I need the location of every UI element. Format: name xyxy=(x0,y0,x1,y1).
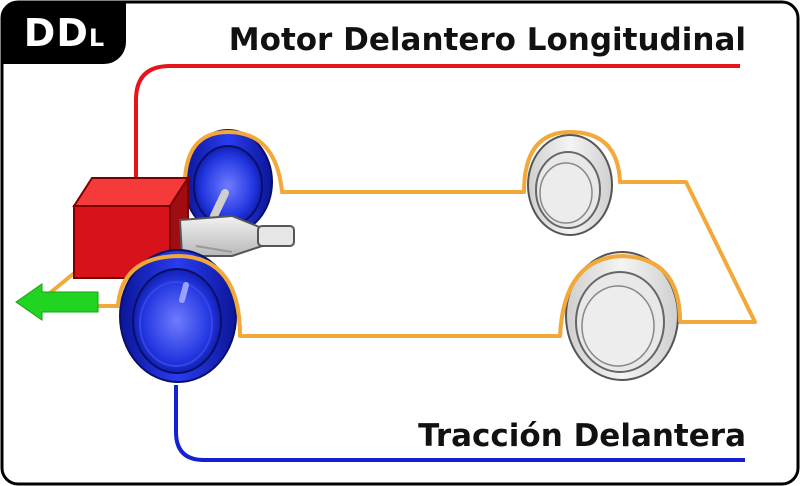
rear-far-wheel xyxy=(527,134,613,236)
engine-leader-line xyxy=(134,64,740,182)
engine-label: Motor Delantero Longitudinal xyxy=(228,22,746,58)
traction-label: Tracción Delantera xyxy=(418,418,746,454)
front-wheel-arch xyxy=(116,253,242,337)
front-near-wheel xyxy=(119,249,237,383)
rear-wheel-arch xyxy=(558,253,682,337)
traction-leader-line xyxy=(174,385,745,462)
badge-sub-text: L xyxy=(88,24,105,52)
rear-near-wheel xyxy=(565,251,679,381)
badge-main-text: DD xyxy=(23,11,89,55)
direction-arrow-icon xyxy=(15,283,99,321)
